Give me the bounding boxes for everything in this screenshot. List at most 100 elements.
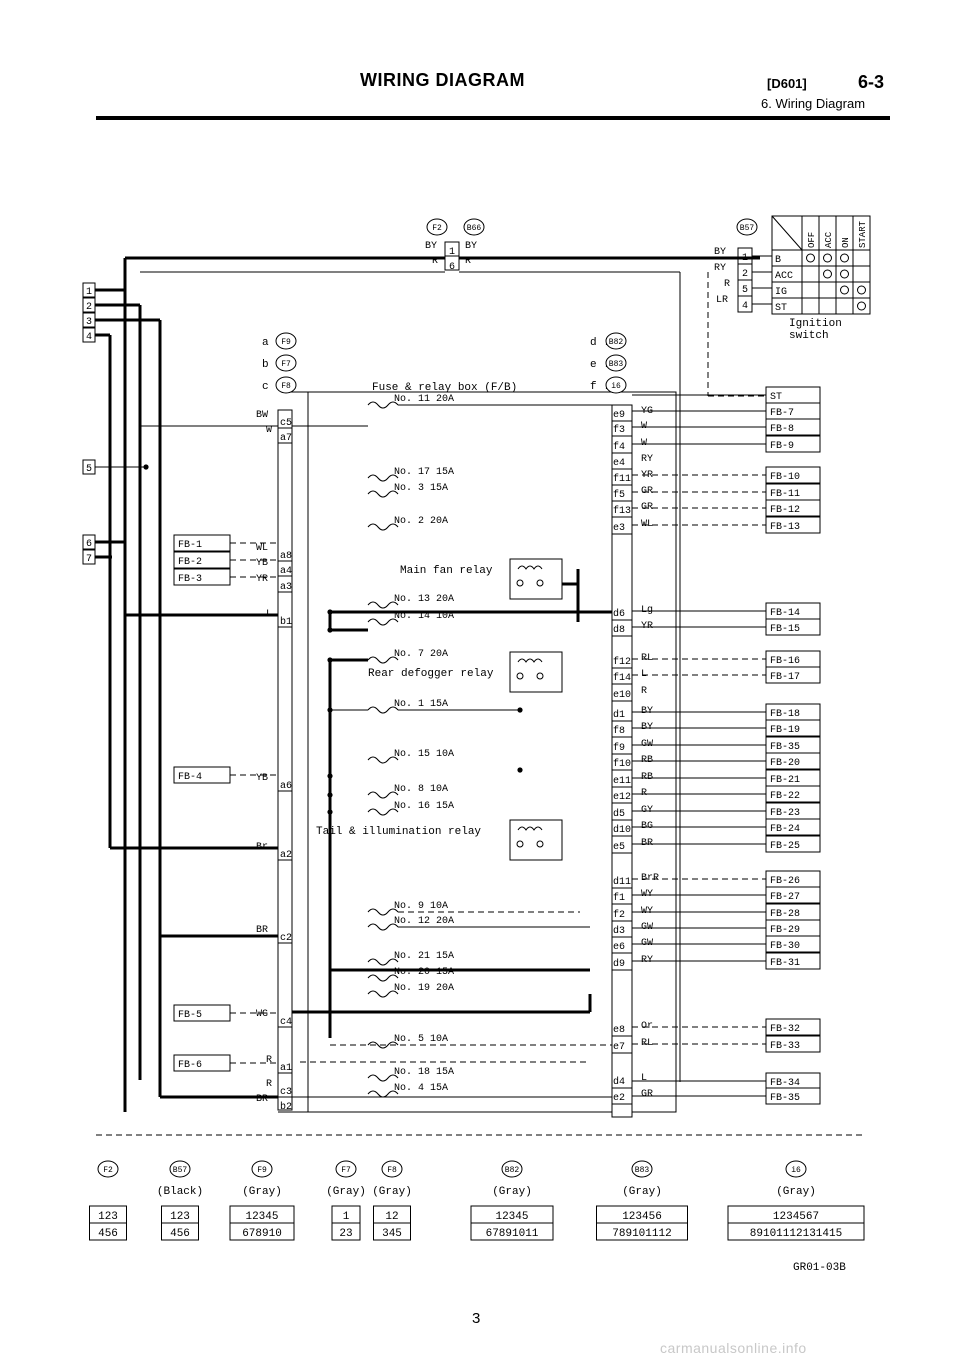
legend-conn-f8: F8 [281,382,291,391]
bottom-conn-b82-color: (Gray) [492,1186,532,1198]
b57-wire-by: BY [714,247,726,258]
right-fb-fb-25: FB-25 [770,841,800,852]
right-fb-fb-30: FB-30 [770,941,800,952]
fuse-symbol [367,923,399,931]
ignition-col-acc: ACC [824,231,834,248]
connector-b57-label: B57 [740,224,755,233]
right-fb-fb-21: FB-21 [770,775,800,786]
right-pin-f1: f1 [613,892,625,904]
fuse-symbol [367,1074,399,1082]
left-pin-b2: b2 [280,1101,292,1113]
bottom-conn-i6-color: (Gray) [776,1186,816,1198]
left-pin-a3: a3 [280,582,292,593]
left-fb-fb-4: FB-4 [178,772,202,783]
junction-dot [327,657,333,663]
right-pin-f5: f5 [613,489,625,501]
left-pin-c5: c5 [280,418,292,429]
relay-contact [516,840,524,848]
fuse-symbol [367,908,399,916]
right-wire-ry: RY [641,454,653,465]
right-fb-fb-32: FB-32 [770,1024,800,1035]
relay-contact [536,840,544,848]
left-pin-a2: a2 [280,850,292,861]
right-fb-fb-8: FB-8 [770,424,794,435]
connector-f2-label: F2 [432,224,442,233]
relay-label-2: Tail & illumination relay [316,826,481,838]
relay-contact [516,672,524,680]
bottom-conn-f2-top-pins: 123 [98,1211,118,1223]
left-fb-fb-5: FB-5 [178,1010,202,1021]
b57-wire-ry: RY [714,263,726,274]
left-wire-wg: WG [256,1009,268,1020]
legend-conn-b82-outline [605,332,627,350]
ignition-row-st: ST [775,303,787,314]
right-pin-e8: e8 [613,1025,625,1036]
section-number: 6-3 [858,72,885,92]
right-pin-e4: e4 [613,458,625,469]
junction-dot [327,609,333,615]
connector-b66-label: B66 [467,224,482,233]
junction-dot [517,767,523,773]
f2-pin-6: 6 [449,262,455,273]
right-pin-d9: d9 [613,958,625,970]
right-pin-f11: f11 [613,473,631,485]
fuse-label: No. 2 20A [394,516,448,527]
right-fb-fb-12: FB-12 [770,505,800,516]
legend-conn-f7: F7 [281,360,291,369]
right-pin-d8: d8 [613,624,625,636]
left-fb-fb-1: FB-1 [178,540,202,551]
page-subtitle: 6. Wiring Diagram [761,96,866,111]
right-pin-f10: f10 [613,758,631,770]
bottom-conn-f9-color: (Gray) [242,1186,282,1198]
b57-pin-5: 5 [742,285,748,296]
fuse-symbol [367,706,399,714]
left-pin-a7: a7 [280,433,292,444]
left-wire-bw: BW [256,410,268,421]
bottom-conn-f8-color: (Gray) [372,1186,412,1198]
right-fb-fb-15: FB-15 [770,624,800,635]
right-fb-fb-11: FB-11 [770,489,800,500]
bottom-conn-f2-outline [97,1160,119,1178]
right-fb-fb-22: FB-22 [770,791,800,802]
left-wire-yb: YB [256,558,268,569]
bottom-conn-b83-bottom-pins: 789101112 [612,1228,671,1240]
relay-1-box [509,651,563,693]
ignition-col-on: ON [841,237,851,248]
fuse-symbol [367,756,399,764]
ignition-label-2: switch [789,330,829,342]
legend-conn-b83: B83 [609,360,624,369]
ignition-contact [823,269,832,279]
relay-label-0: Main fan relay [400,565,493,577]
left-wire-yr: YR [256,574,268,585]
relay-coil [517,565,543,570]
relay-0-box [509,558,563,600]
right-pin-d6: d6 [613,608,625,620]
b66-wire-r: R [465,256,471,267]
right-fb-fb-29: FB-29 [770,925,800,936]
right-fb-fb-31: FB-31 [770,958,800,969]
fuse-label: No. 4 15A [394,1083,448,1094]
bottom-conn-f2-bottom-pins: 456 [98,1228,118,1240]
wire [771,215,803,251]
fuse-label: No. 20 15A [394,967,454,978]
fuse-symbol [367,474,399,482]
legend-letter-d: d : [590,337,610,349]
left-pin-c4: c4 [280,1017,292,1028]
relay-contact [536,579,544,587]
terminal-6: 6 [86,539,92,550]
left-pin-c2: c2 [280,933,292,944]
bottom-conn-b57-top-pins: 123 [170,1211,190,1223]
junction-dot [143,464,149,470]
right-fb-st: ST [770,392,782,403]
bottom-conn-i6-bottom-pins: 89101112131415 [750,1228,842,1240]
b57-pin-2: 2 [742,269,748,280]
left-wire-w: W [266,425,272,436]
right-pin-d10: d10 [613,824,631,836]
relay-contact [536,672,544,680]
right-fb-fb-35: FB-35 [770,1093,800,1104]
f2-wire-r: R [432,256,438,267]
right-fb-fb-28: FB-28 [770,909,800,920]
legend-conn-f9-outline [275,332,297,350]
legend-letter-e: e : [590,359,610,371]
right-pin-e2: e2 [613,1093,625,1104]
